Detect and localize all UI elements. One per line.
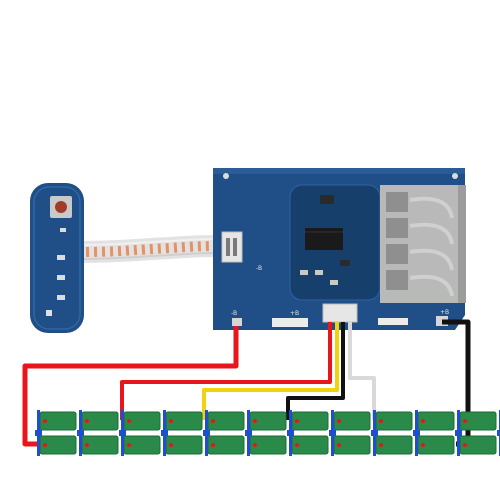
busbar-link — [119, 430, 126, 436]
busbar-link — [455, 430, 462, 436]
wire-white-balance — [348, 322, 376, 420]
polarity-plus-icon — [337, 419, 341, 423]
polarity-plus-icon — [253, 443, 257, 447]
busbar-link — [371, 430, 378, 436]
wire-red-balance — [120, 322, 332, 420]
polarity-plus-icon — [463, 419, 467, 423]
ribbon-cable — [77, 235, 226, 263]
polarity-plus-icon — [169, 443, 173, 447]
board-marking-b-plus-2: +B — [440, 309, 449, 316]
polarity-plus-icon — [127, 419, 131, 423]
push-button-icon — [50, 196, 72, 218]
polarity-plus-icon — [295, 419, 299, 423]
busbar-link — [245, 430, 252, 436]
busbar-link — [35, 430, 42, 436]
busbar-link — [287, 430, 294, 436]
polarity-plus-icon — [43, 419, 47, 423]
indicator-board — [30, 183, 84, 333]
board-marking-b-minus-2: -B — [256, 265, 262, 272]
chip-icon — [305, 228, 343, 250]
polarity-plus-icon — [127, 443, 131, 447]
polarity-plus-icon — [43, 443, 47, 447]
wire-red-main — [22, 326, 239, 447]
busbar-link — [497, 430, 500, 436]
busbar-link — [161, 430, 168, 436]
board-marking-b-minus: -B — [231, 310, 237, 317]
board-marking-b-plus: +B — [290, 310, 299, 317]
wire-yellow-balance — [202, 322, 339, 420]
polarity-plus-icon — [295, 443, 299, 447]
polarity-plus-icon — [169, 419, 173, 423]
battery-cell-array — [35, 410, 500, 456]
polarity-plus-icon — [337, 443, 341, 447]
main-bms-board: -B +B +B -B — [213, 168, 466, 330]
polarity-plus-icon — [211, 419, 215, 423]
polarity-plus-icon — [421, 443, 425, 447]
balance-connector — [322, 303, 358, 323]
busbar-link — [329, 430, 336, 436]
wire-black-balance — [286, 322, 345, 420]
busbar-link — [77, 430, 84, 436]
polarity-plus-icon — [253, 419, 257, 423]
connector-icon — [221, 231, 243, 263]
polarity-plus-icon — [463, 443, 467, 447]
terminal-icon — [380, 185, 466, 303]
busbar-link — [203, 430, 210, 436]
polarity-plus-icon — [379, 443, 383, 447]
polarity-plus-icon — [85, 443, 89, 447]
polarity-plus-icon — [211, 443, 215, 447]
polarity-plus-icon — [85, 419, 89, 423]
busbar-link — [413, 430, 420, 436]
polarity-plus-icon — [421, 419, 425, 423]
wiring — [22, 319, 471, 447]
polarity-plus-icon — [379, 419, 383, 423]
